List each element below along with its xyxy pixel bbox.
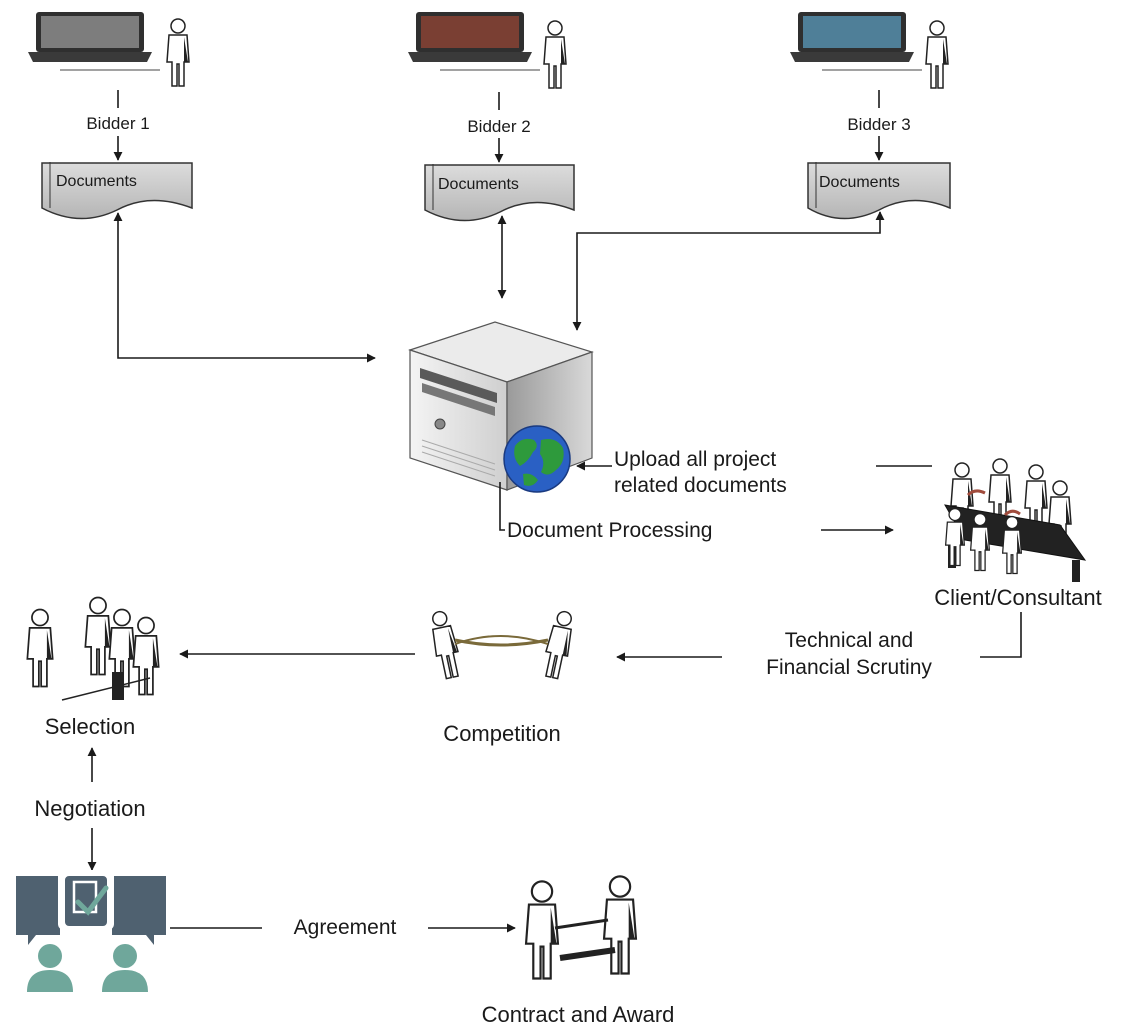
server-connectors bbox=[113, 211, 885, 363]
meeting-icon bbox=[944, 458, 1087, 582]
document-processing-label: Document Processing bbox=[507, 519, 713, 542]
selection-icon bbox=[26, 596, 160, 701]
bidder-3-person-icon bbox=[925, 20, 949, 89]
bidder-1-documents-icon bbox=[41, 162, 193, 220]
bidder-2-label: Bidder 2 bbox=[465, 117, 533, 136]
bidder-1-label: Bidder 1 bbox=[84, 114, 152, 133]
bidder-1-person-icon bbox=[166, 18, 190, 87]
chat-agreement-icon bbox=[16, 870, 166, 992]
bidder-1-screen bbox=[41, 16, 139, 48]
competition-label: Competition bbox=[443, 721, 561, 746]
scrutiny-connector bbox=[616, 612, 1022, 662]
bidder-3-computer-icon bbox=[790, 12, 922, 71]
selection-label: Selection bbox=[44, 714, 136, 739]
processing-connector bbox=[499, 482, 894, 535]
client-consultant-label: Client/Consultant bbox=[934, 585, 1102, 610]
bidder-3-label: Bidder 3 bbox=[845, 115, 913, 134]
handshake-icon bbox=[524, 875, 638, 980]
bidder-1-computer-icon bbox=[28, 12, 160, 71]
bidder-2-documents-icon bbox=[424, 164, 575, 222]
bidder-2-computer-icon bbox=[408, 12, 540, 71]
bidder-3-documents-label: Documents bbox=[819, 174, 900, 191]
negotiation-label: Negotiation bbox=[32, 796, 148, 821]
scrutiny-label-line-1: Technical and bbox=[784, 629, 914, 652]
bidder-1-documents-label: Documents bbox=[56, 173, 137, 190]
bidder-3-screen bbox=[803, 16, 901, 48]
bidder-2-person-icon bbox=[543, 20, 567, 89]
upload-label-line-1: Upload all project bbox=[614, 448, 777, 471]
contract-award-label: Contract and Award bbox=[481, 1002, 675, 1027]
bidder-2-screen bbox=[421, 16, 519, 48]
bidder-2-documents-label: Documents bbox=[438, 176, 519, 193]
competition-icon bbox=[426, 608, 578, 681]
scrutiny-label-line-2: Financial Scrutiny bbox=[766, 656, 932, 679]
agreement-label: Agreement bbox=[293, 916, 397, 939]
globe-icon bbox=[503, 425, 571, 493]
upload-label-line-2: related documents bbox=[614, 474, 787, 497]
bidder-connectors bbox=[113, 90, 884, 163]
